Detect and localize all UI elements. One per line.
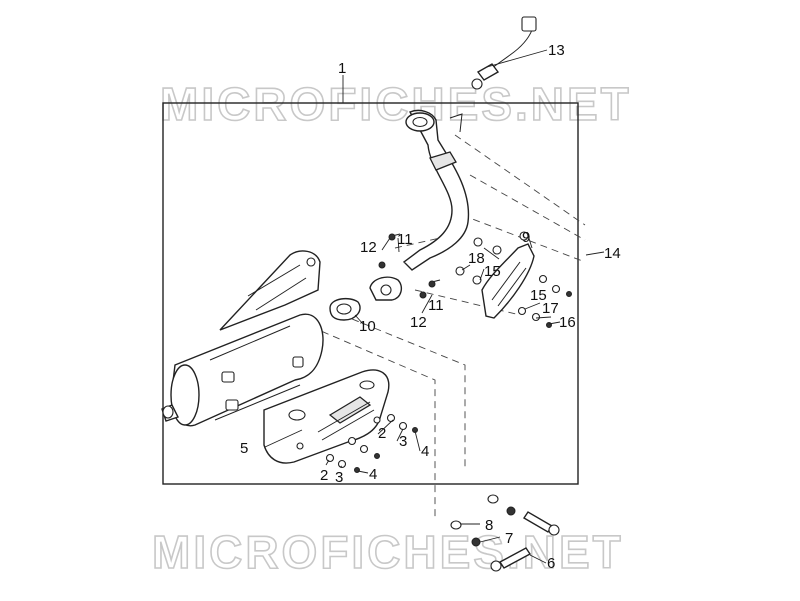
manifold-fasteners xyxy=(378,233,502,299)
callout-15-right: 15 xyxy=(530,287,547,304)
callout-12-bottom: 12 xyxy=(410,314,427,331)
oxygen-sensor xyxy=(471,16,537,90)
heat-shield-manifold xyxy=(481,231,535,319)
callout-11-bottom: 11 xyxy=(428,297,444,314)
callout-16: 16 xyxy=(559,314,576,331)
muffler-heat-shield xyxy=(263,369,390,464)
callout-2-bottom: 2 xyxy=(320,467,328,484)
mount-bolts xyxy=(450,494,560,572)
callout-5: 5 xyxy=(240,440,248,457)
shield-fasteners xyxy=(517,274,572,328)
callout-6: 6 xyxy=(547,555,555,572)
callout-8: 8 xyxy=(485,517,493,534)
callout-4-right: 4 xyxy=(421,443,429,460)
callout-3-bottom: 3 xyxy=(335,469,343,486)
callout-2-right: 2 xyxy=(378,425,386,442)
callout-numbers: 1 13 14 9 12 11 18 15 11 12 10 15 17 16 … xyxy=(240,42,621,572)
watermark-top: MICROFICHES.NET xyxy=(160,78,632,130)
callout-10: 10 xyxy=(359,318,376,335)
leader-lines xyxy=(264,49,605,564)
callout-13: 13 xyxy=(548,42,565,59)
callout-14: 14 xyxy=(604,245,621,262)
exhaust-header-pipe xyxy=(369,109,470,301)
callout-1: 1 xyxy=(338,60,346,77)
watermark-bottom: MICROFICHES.NET xyxy=(152,526,624,578)
muffler xyxy=(161,250,324,427)
callout-9: 9 xyxy=(522,229,530,246)
assembly-frame xyxy=(162,102,579,485)
callout-4-bottom: 4 xyxy=(369,466,377,483)
callout-12-top: 12 xyxy=(360,239,377,256)
gasket xyxy=(329,297,361,321)
callout-18: 18 xyxy=(468,250,485,267)
callout-15-left: 15 xyxy=(484,263,501,280)
callout-3-right: 3 xyxy=(399,433,407,450)
callout-7: 7 xyxy=(505,530,513,547)
callout-17: 17 xyxy=(542,300,559,317)
callout-11-top: 11 xyxy=(397,231,413,248)
